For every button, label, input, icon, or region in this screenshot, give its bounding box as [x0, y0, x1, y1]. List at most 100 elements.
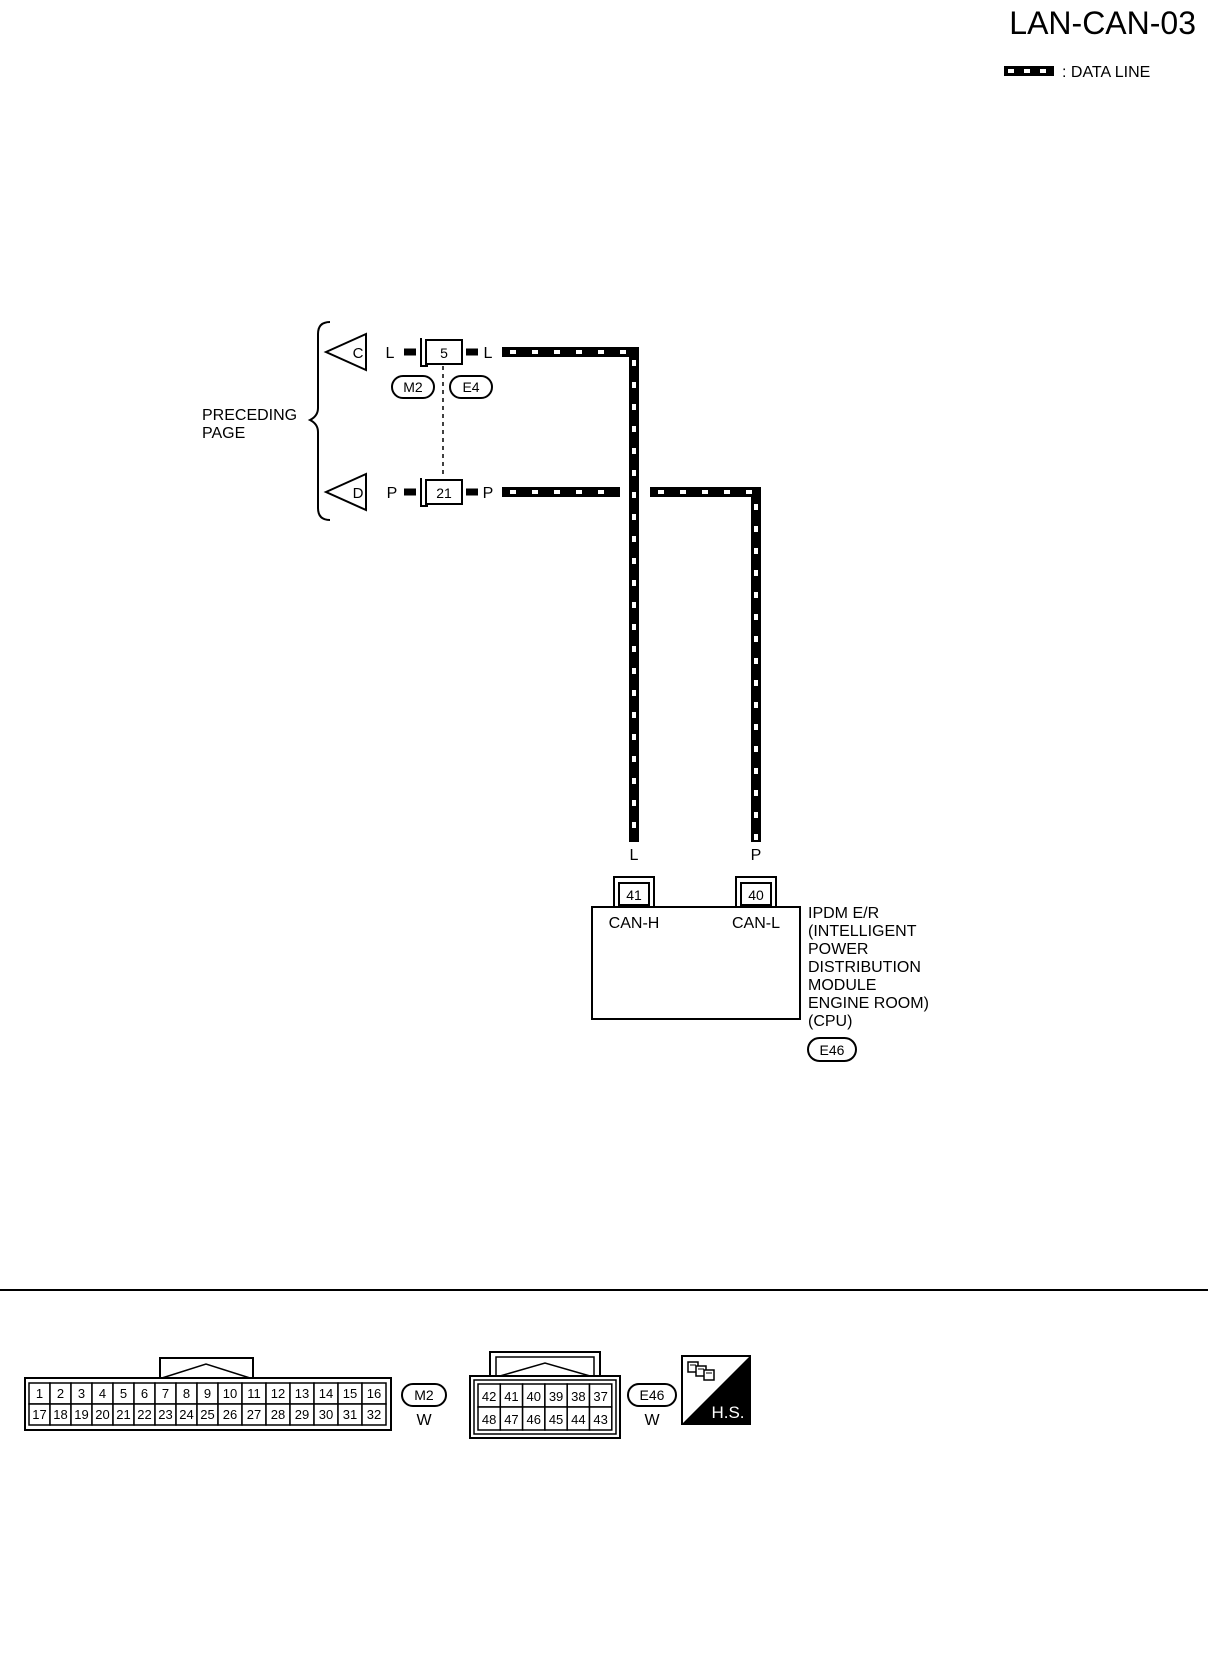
m2-latch-roof	[161, 1363, 251, 1379]
connector-m2-pin-number: 29	[295, 1407, 309, 1422]
data-line-can-h	[502, 347, 639, 842]
connector-tag-m2-face[interactable]: M2	[401, 1383, 447, 1407]
connector-tag-m2[interactable]: M2	[391, 375, 435, 399]
connector-m2-pin-number: 30	[319, 1407, 333, 1422]
connector-m2-pin-number: 6	[141, 1386, 148, 1401]
joint-connector-5[interactable]: 5	[420, 338, 463, 367]
wire-d-left-label: P	[387, 485, 398, 502]
connector-m2-pin-number: 22	[137, 1407, 151, 1422]
ipdm-desc-line: (INTELLIGENT	[808, 923, 917, 940]
connector-e46-pin-number: 42	[482, 1389, 496, 1404]
ipdm-terminal-40[interactable]: 40	[735, 876, 777, 908]
pin-5-label: 5	[440, 345, 448, 361]
connector-m2-pin-number: 1	[36, 1386, 43, 1401]
connector-m2-pin-number: 16	[367, 1386, 381, 1401]
connector-m2-pin-number: 5	[120, 1386, 127, 1401]
e46-latch-roof	[499, 1362, 591, 1377]
pin-box-21	[425, 479, 463, 505]
offpage-connector-d[interactable]: D	[323, 472, 367, 512]
ipdm-pin-40-label: 40	[748, 887, 764, 903]
ipdm-pin-41-label: 41	[626, 887, 642, 903]
data-line-legend: : DATA LINE	[1004, 64, 1150, 81]
connector-tag-e46-face[interactable]: E46	[627, 1383, 677, 1407]
connector-e46-pin-number: 44	[571, 1412, 585, 1427]
connector-m2-pin-number: 21	[116, 1407, 130, 1422]
ipdm-desc-line: DISTRIBUTION	[808, 959, 921, 976]
pin-box-5	[425, 339, 463, 365]
connector-e46-pin-number: 40	[527, 1389, 541, 1404]
preceding-line1: PRECEDING	[202, 407, 297, 424]
connector-m2-pin-number: 14	[319, 1386, 333, 1401]
e46-pin-grid: 42 41 40 39 38 37 48 47 46 45 44 43	[477, 1383, 613, 1431]
offpage-arrow-d-icon	[323, 472, 367, 512]
connector-m2-pin-number: 26	[223, 1407, 237, 1422]
connector-m2-pin-number: 25	[200, 1407, 214, 1422]
connector-m2-pin-number: 8	[183, 1386, 190, 1401]
joint-connector-21[interactable]: 21	[420, 478, 463, 507]
wire-l-color-label: P	[751, 847, 762, 864]
wire-c-left-label: L	[386, 345, 395, 362]
ipdm-terminal-41[interactable]: 41	[613, 876, 655, 908]
ipdm-desc-line: IPDM E/R	[808, 905, 879, 922]
connector-e46-cavity	[588, 1406, 613, 1431]
preceding-brace	[307, 321, 331, 521]
data-line-can-l	[502, 487, 761, 842]
connector-tag-e4[interactable]: E4	[449, 375, 493, 399]
connector-e46-pin-number: 45	[549, 1412, 563, 1427]
preceding-line2: PAGE	[202, 425, 245, 442]
connector-m2-color: W	[416, 1412, 432, 1429]
connector-e46-pin-number: 41	[504, 1389, 518, 1404]
connector-m2-pin-number: 7	[162, 1386, 169, 1401]
connector-m2-pin-number: 11	[247, 1386, 261, 1401]
wire-d-right-label: P	[483, 485, 494, 502]
connector-tag-e4-label: E4	[462, 379, 479, 395]
legend-text: : DATA LINE	[1062, 64, 1150, 81]
connector-m2-pin-number: 4	[99, 1386, 106, 1401]
connector-m2-face-tag: M2	[414, 1387, 434, 1403]
ipdm-desc-line: ENGINE ROOM)	[808, 995, 929, 1012]
offpage-c-ref: C	[353, 345, 364, 362]
ipdm-module-box[interactable]	[591, 906, 801, 1020]
connector-m2-pin-number: 12	[271, 1386, 285, 1401]
hs-badge-label: H.S.	[711, 1403, 744, 1422]
connector-m2-pin-number: 28	[271, 1407, 285, 1422]
m2-latch	[159, 1357, 254, 1379]
ipdm-desc-line: POWER	[808, 941, 868, 958]
connector-e46-pin-number: 38	[571, 1389, 585, 1404]
ipdm-can-h-label: CAN-H	[609, 915, 660, 932]
connector-e46-pin-number: 46	[527, 1412, 541, 1427]
connector-e46-pin-number: 43	[593, 1412, 607, 1427]
connector-m2-pin-number: 31	[343, 1407, 357, 1422]
hs-badge: H.S.	[681, 1355, 751, 1425]
offpage-arrow-c-icon	[323, 332, 367, 372]
connector-e46-pin-number: 47	[504, 1412, 518, 1427]
wire-h-color-label: L	[630, 847, 639, 864]
connector-m2-pin-number: 17	[32, 1407, 46, 1422]
connector-tag-e46[interactable]: E46	[807, 1037, 857, 1062]
connector-e46-face-tag: E46	[640, 1387, 665, 1403]
connector-e46-color: W	[644, 1412, 660, 1429]
connector-m2-cavity	[361, 1403, 387, 1426]
connector-m2-pin-number: 19	[74, 1407, 88, 1422]
pin-21-label: 21	[436, 485, 452, 501]
connector-m2-pin-number: 27	[247, 1407, 261, 1422]
connector-m2-pin-number: 18	[53, 1407, 67, 1422]
connector-m2-pin-number: 13	[295, 1386, 309, 1401]
connector-m2-pin-number: 3	[78, 1386, 85, 1401]
connector-m2-pin-number: 10	[223, 1386, 237, 1401]
ipdm-desc-line: (CPU)	[808, 1013, 852, 1030]
connector-e46-pin-number: 39	[549, 1389, 563, 1404]
ipdm-desc-line: MODULE	[808, 977, 876, 994]
harness-connector-icon	[687, 1361, 715, 1381]
connector-e46-pin-number: 37	[593, 1389, 607, 1404]
ipdm-description: IPDM E/R (INTELLIGENT POWER DISTRIBUTION…	[808, 905, 929, 1030]
page-code: LAN-CAN-03	[1009, 5, 1196, 41]
connector-e46-pin-number: 48	[482, 1412, 496, 1427]
offpage-connector-c[interactable]: C	[323, 332, 367, 372]
connector-tag-m2-label: M2	[403, 379, 423, 395]
wire-c-right-label: L	[484, 345, 493, 362]
e46-latch-inner	[495, 1356, 595, 1376]
